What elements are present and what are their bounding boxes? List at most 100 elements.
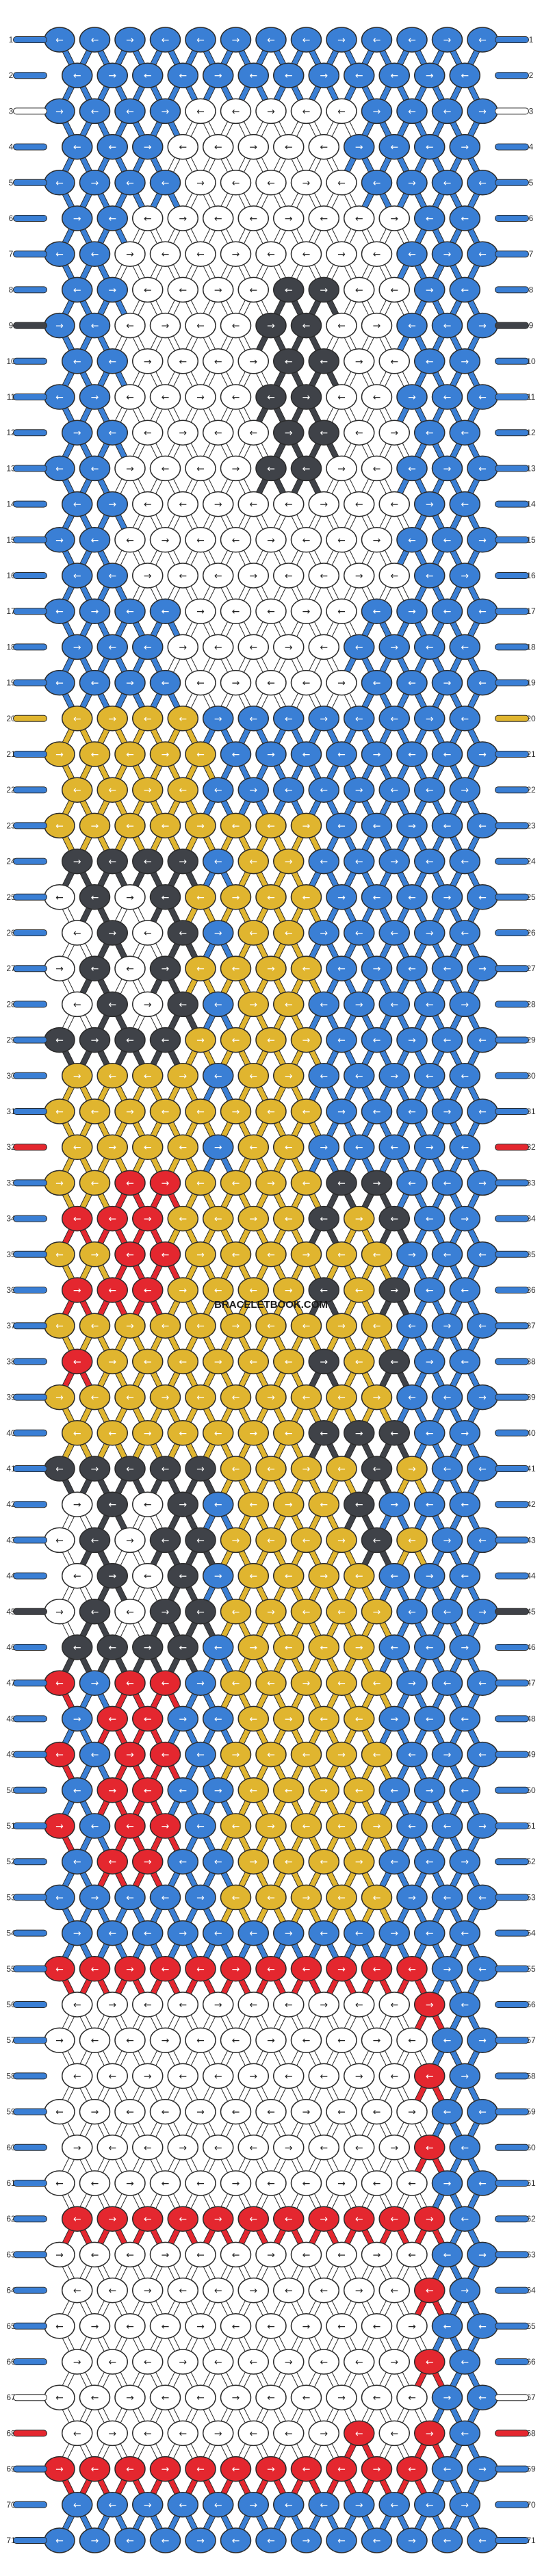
- knot: ←: [414, 563, 446, 589]
- knot: →: [290, 598, 322, 624]
- arrow-left-icon: ←: [196, 749, 205, 760]
- knot: →: [185, 170, 216, 196]
- knot: →: [467, 955, 498, 981]
- arrow-left-icon: ←: [126, 606, 134, 617]
- knot: ←: [132, 205, 164, 231]
- arrow-left-icon: ←: [267, 249, 275, 260]
- knot: ←: [220, 312, 252, 339]
- knot: ←: [203, 634, 234, 660]
- arrow-left-icon: ←: [126, 1393, 134, 1404]
- arrow-left-icon: ←: [108, 1214, 116, 1225]
- arrow-left-icon: ←: [478, 678, 487, 689]
- knot: ←: [62, 1562, 93, 1589]
- knot: ←: [414, 205, 446, 231]
- arrow-left-icon: ←: [390, 70, 398, 81]
- arrow-left-icon: ←: [443, 178, 452, 189]
- arrow-left-icon: ←: [55, 249, 64, 260]
- knot: ←: [114, 98, 146, 125]
- arrow-right-icon: →: [285, 1071, 293, 1082]
- knot: →: [378, 634, 410, 660]
- knot: ←: [344, 1348, 375, 1375]
- arrow-left-icon: ←: [108, 357, 116, 368]
- knot: →: [467, 312, 498, 339]
- knot: →: [96, 62, 128, 88]
- arrow-left-icon: ←: [55, 178, 64, 189]
- knot: ←: [414, 1063, 446, 1089]
- knot: ←: [114, 955, 146, 981]
- arrow-right-icon: →: [249, 142, 257, 153]
- arrow-left-icon: ←: [443, 535, 452, 546]
- arrow-left-icon: ←: [179, 1571, 187, 1582]
- knot: ←: [237, 1491, 269, 1517]
- arrow-left-icon: ←: [196, 249, 205, 260]
- arrow-left-icon: ←: [320, 1214, 328, 1225]
- arrow-left-icon: ←: [162, 821, 170, 832]
- arrow-right-icon: →: [232, 678, 240, 689]
- knot: →: [361, 527, 393, 553]
- knot: →: [290, 1027, 322, 1053]
- arrow-left-icon: ←: [408, 1321, 416, 1332]
- arrow-left-icon: ←: [214, 857, 222, 868]
- knot: ←: [378, 991, 410, 1018]
- arrow-right-icon: →: [73, 1499, 81, 1510]
- knot: ←: [167, 133, 198, 160]
- arrow-left-icon: ←: [320, 428, 328, 439]
- arrow-right-icon: →: [108, 714, 116, 725]
- knot: ←: [396, 1170, 428, 1196]
- knot: →: [255, 527, 287, 553]
- knot: →: [431, 27, 463, 53]
- knot: ←: [396, 27, 428, 53]
- arrow-right-icon: →: [196, 606, 205, 617]
- knot: →: [290, 1456, 322, 1482]
- arrow-left-icon: ←: [144, 214, 152, 224]
- arrow-left-icon: ←: [73, 1428, 81, 1439]
- knot: ←: [467, 1098, 498, 1124]
- arrow-left-icon: ←: [249, 285, 257, 296]
- knot: ←: [79, 27, 111, 53]
- knot: ←: [149, 1456, 181, 1482]
- knot: →: [431, 455, 463, 482]
- arrow-left-icon: ←: [108, 999, 116, 1010]
- knot: →: [273, 1491, 305, 1517]
- knot: ←: [431, 312, 463, 339]
- arrow-left-icon: ←: [390, 1356, 398, 1367]
- knot: ←: [167, 1562, 198, 1589]
- knot: ←: [237, 634, 269, 660]
- knot: →: [44, 1384, 75, 1411]
- knot: ←: [467, 384, 498, 410]
- arrow-left-icon: ←: [320, 214, 328, 224]
- knot: ←: [96, 634, 128, 660]
- arrow-right-icon: →: [443, 1535, 452, 1546]
- arrow-left-icon: ←: [390, 357, 398, 368]
- knot: ←: [290, 527, 322, 553]
- knot: ←: [185, 1384, 216, 1411]
- knot: ←: [62, 276, 93, 303]
- knot: ←: [255, 1098, 287, 1124]
- arrow-right-icon: →: [390, 1285, 398, 1296]
- knot: →: [344, 1420, 375, 1446]
- knot: ←: [96, 991, 128, 1018]
- knot: →: [344, 563, 375, 589]
- knot: ←: [167, 920, 198, 946]
- knot: →: [220, 1313, 252, 1339]
- arrow-right-icon: →: [91, 1464, 99, 1475]
- knot: ←: [273, 777, 305, 803]
- arrow-left-icon: ←: [426, 1071, 434, 1082]
- knot: ←: [220, 98, 252, 125]
- knot: →: [114, 241, 146, 267]
- arrow-left-icon: ←: [214, 642, 222, 653]
- knot: →: [255, 312, 287, 339]
- knot: ←: [203, 777, 234, 803]
- arrow-left-icon: ←: [214, 571, 222, 582]
- arrow-right-icon: →: [478, 1178, 487, 1189]
- arrow-left-icon: ←: [390, 285, 398, 296]
- arrow-left-icon: ←: [73, 928, 81, 939]
- arrow-left-icon: ←: [126, 964, 134, 975]
- arrow-left-icon: ←: [443, 749, 452, 760]
- knot: ←: [44, 1456, 75, 1482]
- arrow-right-icon: →: [426, 70, 434, 81]
- knot: ←: [185, 741, 216, 767]
- knot: →: [449, 563, 480, 589]
- knot: ←: [132, 491, 164, 517]
